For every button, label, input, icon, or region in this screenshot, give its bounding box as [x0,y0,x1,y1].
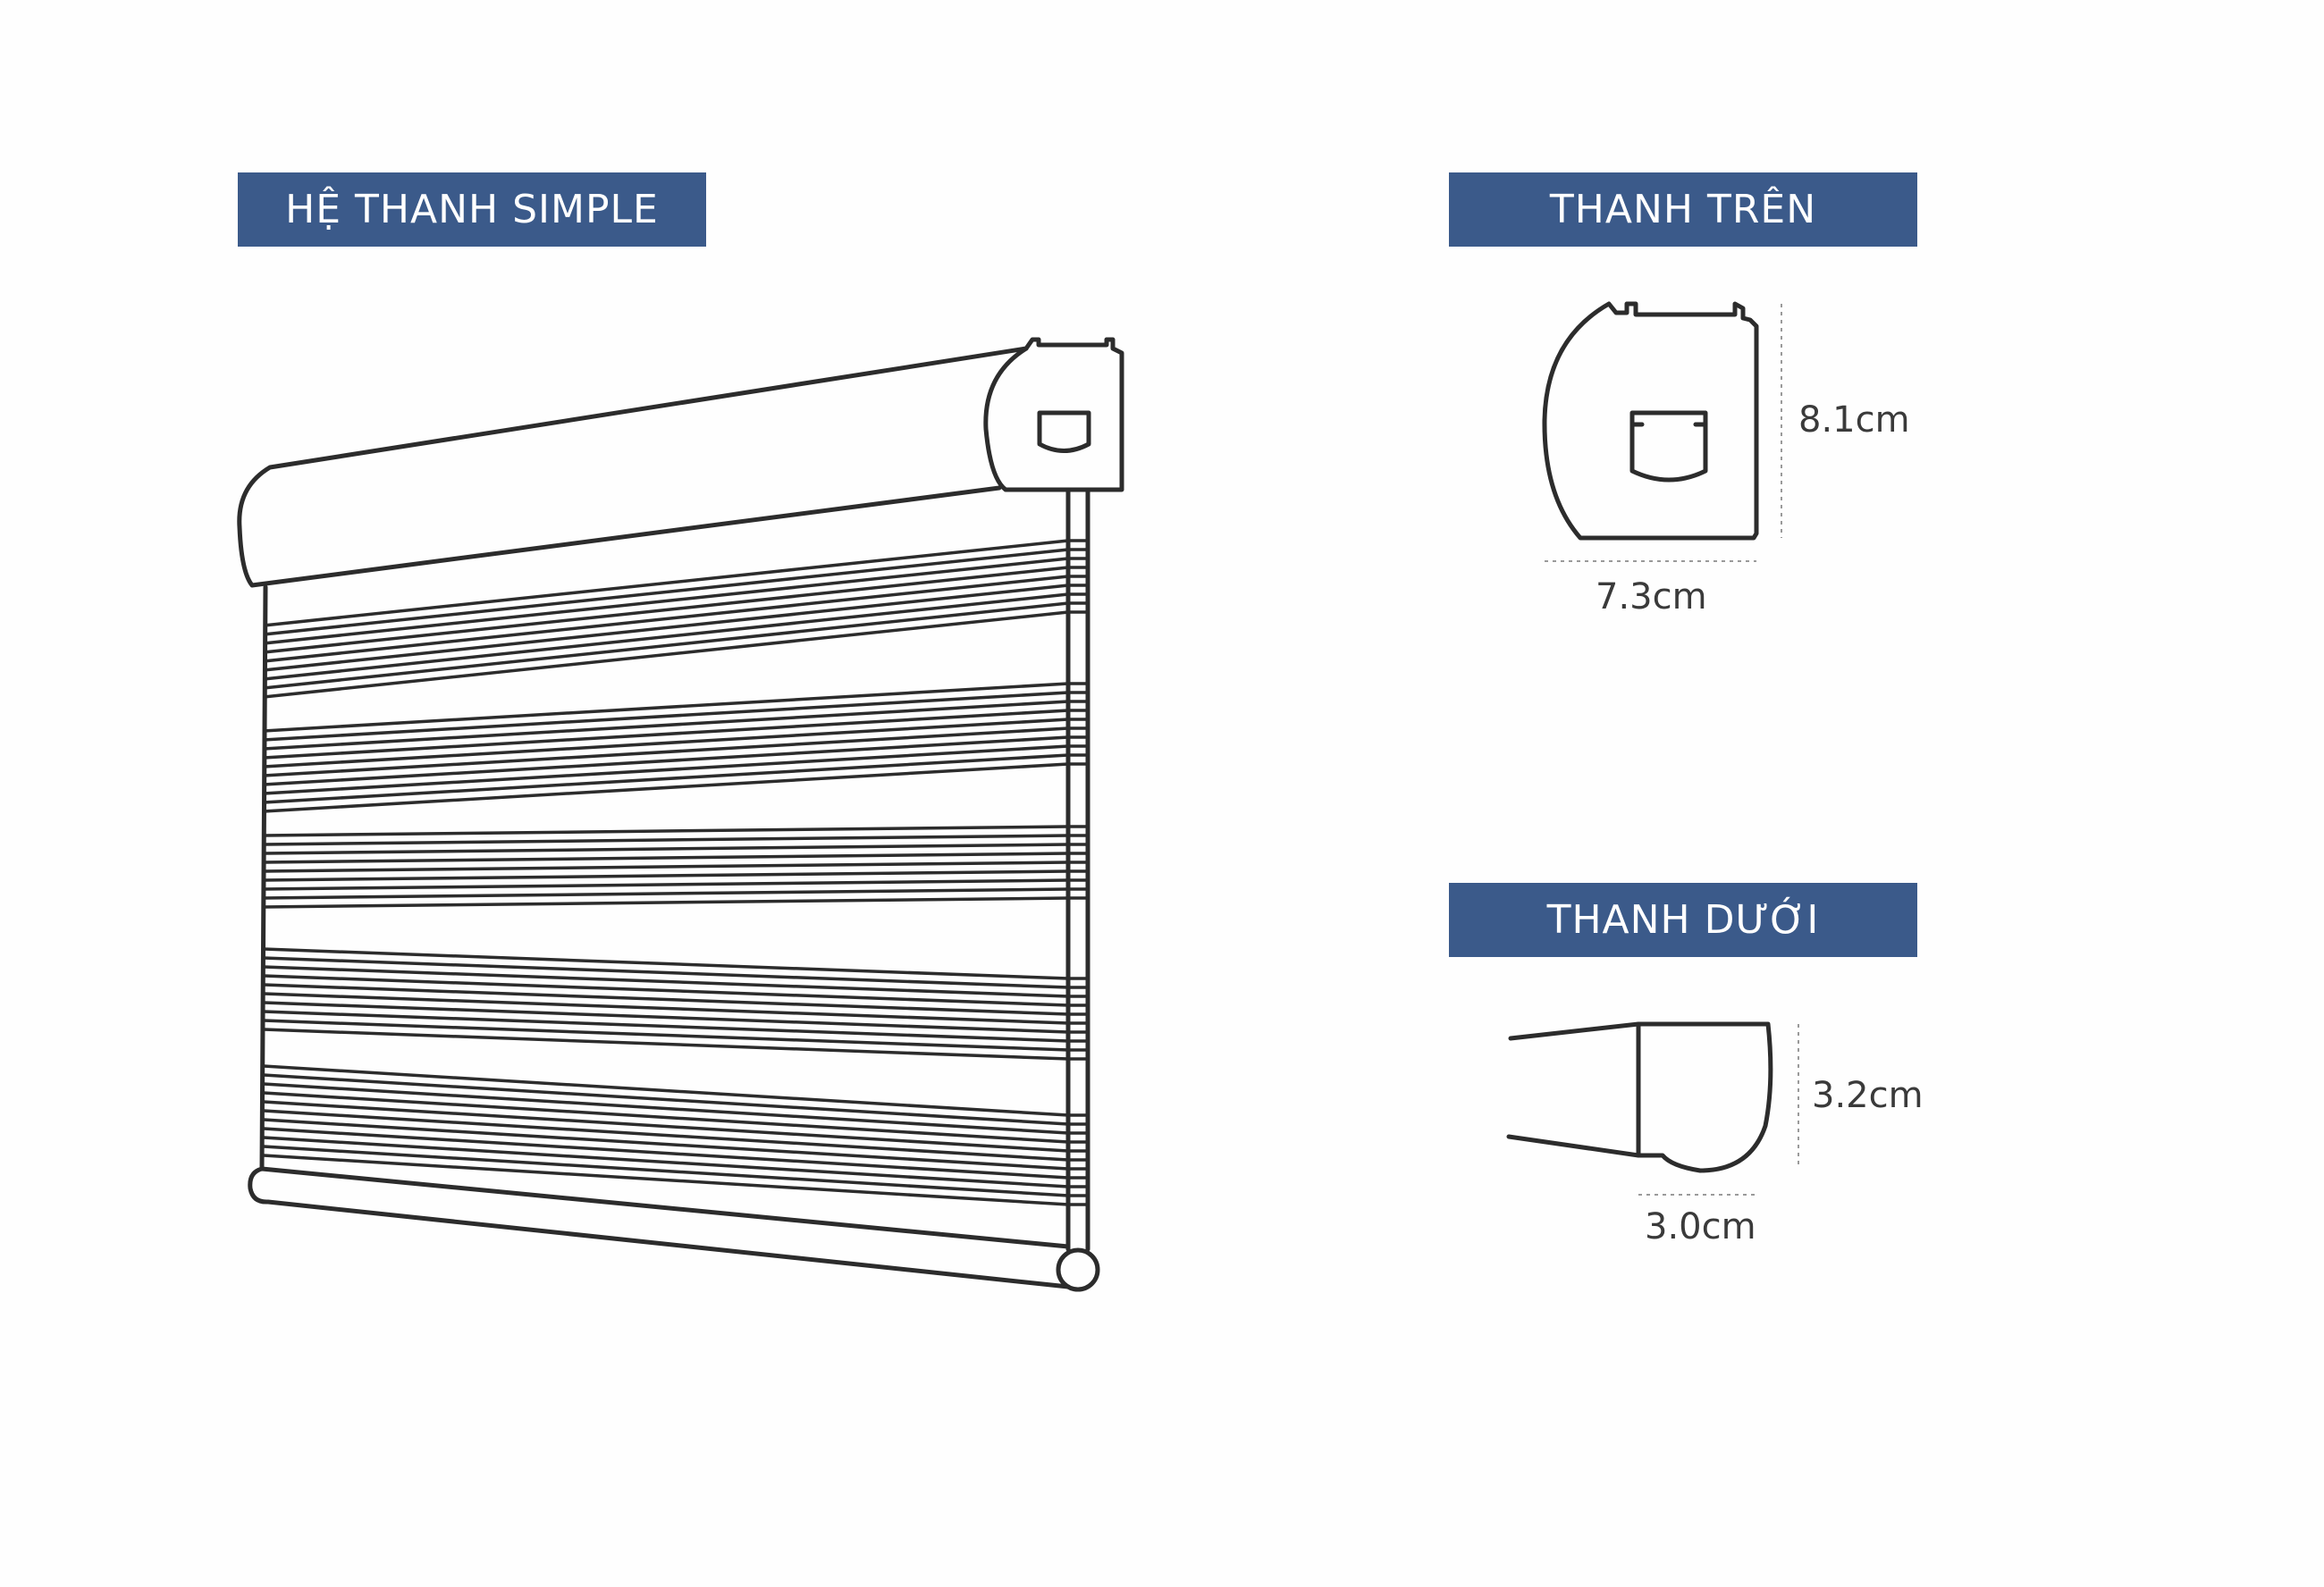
blind-stripe-line [263,726,1069,777]
blind-stripe-line [263,557,1069,645]
blind-stripe-line [263,1028,1069,1061]
title-thanh-tren: THANH TRÊN [1449,172,1917,247]
blind-stripe-line [263,1019,1069,1052]
blind-stripe-line [263,1100,1069,1153]
bottom-bar-width-label: 3.0cm [1645,1206,1756,1247]
blind-stripe-line [263,601,1069,690]
bottom-bar-height-label: 3.2cm [1812,1075,1924,1116]
bottom-bar-profile [1506,1021,1799,1196]
top-bar-width-label: 7.3cm [1596,576,1707,617]
blind-stripe-line [263,1091,1069,1144]
blind-stripe-line [263,869,1069,882]
blind-stripe-line [263,584,1069,672]
blind-stripe-line [263,974,1069,1007]
blind-stripe-line [263,592,1069,681]
blind-stripe-line [263,610,1069,699]
blind-stripe-line [263,1073,1069,1126]
headrail-end-cap [983,337,1124,492]
title-thanh-duoi: THANH DƯỚI [1449,883,1917,957]
blind-stripe-line [263,1136,1069,1188]
blind-stripe-line [263,682,1069,733]
blind-stripe-line [263,735,1069,786]
blind-stripe-line [263,1001,1069,1034]
blind-stripes [263,539,1088,1206]
bottom-bar-outline [1636,1021,1773,1173]
blind-stripe-line [263,1118,1069,1171]
blind-stripe-line [263,834,1069,846]
blind-stripe-line [263,718,1069,768]
top-bar-height-label: 8.1cm [1798,399,1910,441]
blind-stripe-line [263,691,1069,742]
blind-stripe-line [263,965,1069,998]
blind-stripe-line [263,1109,1069,1162]
blind-stripe-line [263,992,1069,1025]
blind-stripe-line [263,753,1069,804]
blind-stripe-line [263,1127,1069,1180]
blind-stripe-line [263,896,1069,909]
blind-stripe-line [263,983,1069,1016]
bottom-rail [248,1166,1071,1289]
headrail [237,346,1029,588]
top-bar-outline [1542,301,1759,541]
blind-stripe-line [263,887,1069,900]
blind-stripe-line [263,1010,1069,1043]
blind-stripe-line [263,825,1069,837]
blind-stripe-line [263,878,1069,891]
top-bar-profile [1542,301,1782,562]
blind-stripe-line [263,947,1069,980]
headrail-end-cap-slot [1037,410,1091,453]
blind-stripe-line [263,700,1069,751]
blind-stripe-line [263,575,1069,663]
blind-stripe-line [263,861,1069,873]
blind-stripe-line [263,709,1069,760]
blind-stripe-line [263,1145,1069,1197]
blind-illustration [237,337,1124,1292]
blind-stripe-line [263,548,1069,636]
blind-stripe-line [263,843,1069,855]
blind-stripe-line [263,744,1069,795]
blind-stripe-line [263,1064,1069,1117]
blind-stripe-line [263,762,1069,813]
fabric-left-edge [259,584,268,1171]
top-bar-slot [1629,410,1708,483]
blind-stripe-line [263,852,1069,864]
blind-stripe-line [263,956,1069,989]
title-he-thanh-simple: HỆ THANH SIMPLE [238,172,706,247]
blind-stripe-line [263,539,1069,627]
blind-stripe-line [263,1154,1069,1206]
blind-stripe-line [263,566,1069,654]
bottom-bar-rail [1506,1021,1641,1158]
blind-stripe-line [263,1082,1069,1135]
pull-cord-weight [1056,1247,1100,1292]
